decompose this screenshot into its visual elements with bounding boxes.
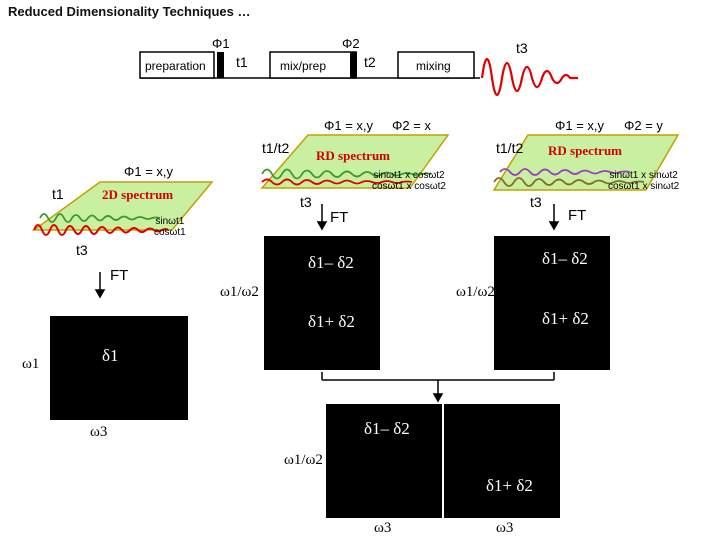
combine-connector [321, 372, 555, 403]
t1-label: t1 [236, 54, 248, 70]
left-t1: t1 [52, 186, 64, 202]
spectrum-2d-box [50, 316, 188, 420]
middle-phase2: Φ2 = x [392, 118, 431, 133]
left-2d-spectrum-label: 2D spectrum [102, 187, 174, 202]
middle-t12: t1/t2 [262, 140, 290, 156]
fid-signal [480, 57, 578, 97]
middle-t3: t3 [300, 194, 312, 210]
mix-prep-block [269, 51, 357, 79]
right-mod2: cosωt1 x sinωt2 [608, 181, 680, 192]
middle-phase1: Φ1 = x,y [324, 118, 374, 133]
preparation-block [139, 51, 215, 79]
mixing-block [397, 51, 475, 79]
spectrum-rd-middle-box [264, 236, 380, 370]
right-peak-top-label: δ1– δ2 [542, 249, 588, 268]
page-title: Reduced Dimensionality Techniques … [8, 4, 251, 19]
right-t3: t3 [530, 194, 542, 210]
mix-prep-label: mix/prep [280, 59, 327, 73]
combined-peak-top-label: δ1– δ2 [364, 419, 410, 438]
phi2-label: Φ2 [342, 36, 360, 51]
right-modulation: sinωt1 x sinωt2 cosωt1 x sinωt2 [608, 170, 679, 192]
mixing-label: mixing [416, 59, 451, 73]
preparation-label: preparation [145, 59, 206, 73]
left-mod1: sinωt1 [155, 216, 185, 227]
right-ft-label: FT [568, 207, 587, 224]
middle-mod2: cosωt1 x cosωt2 [372, 181, 446, 192]
ft-arrows [94, 204, 560, 299]
t3-label: t3 [516, 40, 528, 56]
pulse-1 [217, 52, 224, 78]
left-modulation: sinωt1 cosωt1 [154, 216, 186, 238]
right-mod1: sinωt1 x sinωt2 [609, 170, 678, 181]
right-peak-bottom-label: δ1+ δ2 [542, 309, 589, 328]
spectrum-rd-right-box [494, 236, 610, 370]
right-rd-spectrum-label: RD spectrum [548, 143, 623, 158]
phi1-label: Φ1 [212, 36, 230, 51]
spectrum-combined-left-box [326, 404, 442, 518]
middle-modulation: sinωt1 x cosωt2 cosωt1 x cosωt2 [372, 170, 446, 192]
spectrum-combined-right-box [444, 404, 560, 518]
middle-peak-bottom-label: δ1+ δ2 [308, 312, 355, 331]
combined-peak-bottom-label: δ1+ δ2 [486, 476, 533, 495]
middle-plane [260, 134, 450, 189]
right-phase2: Φ2 = y [624, 118, 663, 133]
middle-rd-spectrum-label: RD spectrum [316, 148, 391, 163]
left-mod2: cosωt1 [154, 227, 186, 238]
middle-mod1: sinωt1 x cosωt2 [373, 170, 445, 181]
middle-axis-omega12: ω1/ω2 [220, 284, 259, 300]
combined-axis-omega3-left: ω3 [374, 520, 392, 536]
middle-ft-label: FT [330, 209, 349, 226]
right-t12: t1/t2 [496, 140, 524, 156]
combined-axis-omega3-right: ω3 [496, 520, 514, 536]
left-phase: Φ1 = x,y [124, 164, 174, 179]
left-ft-label: FT [110, 267, 129, 284]
middle-axis-omega3: ω3 [320, 349, 338, 365]
right-axis-omega3: ω3 [552, 349, 570, 365]
right-phase1: Φ1 = x,y [555, 118, 605, 133]
left-peak-label: δ1 [102, 346, 119, 365]
pulse-sequence [139, 51, 578, 97]
left-axis-omega3: ω3 [90, 424, 108, 440]
combined-axis-omega12: ω1/ω2 [284, 452, 323, 468]
t2-label: t2 [364, 54, 376, 70]
left-plane [31, 181, 214, 236]
middle-peak-top-label: δ1– δ2 [308, 253, 354, 272]
left-t3: t3 [76, 242, 88, 258]
right-axis-omega12: ω1/ω2 [456, 284, 495, 300]
left-axis-omega1: ω1 [22, 356, 40, 372]
pulse-2 [350, 52, 357, 78]
right-plane [492, 134, 680, 191]
